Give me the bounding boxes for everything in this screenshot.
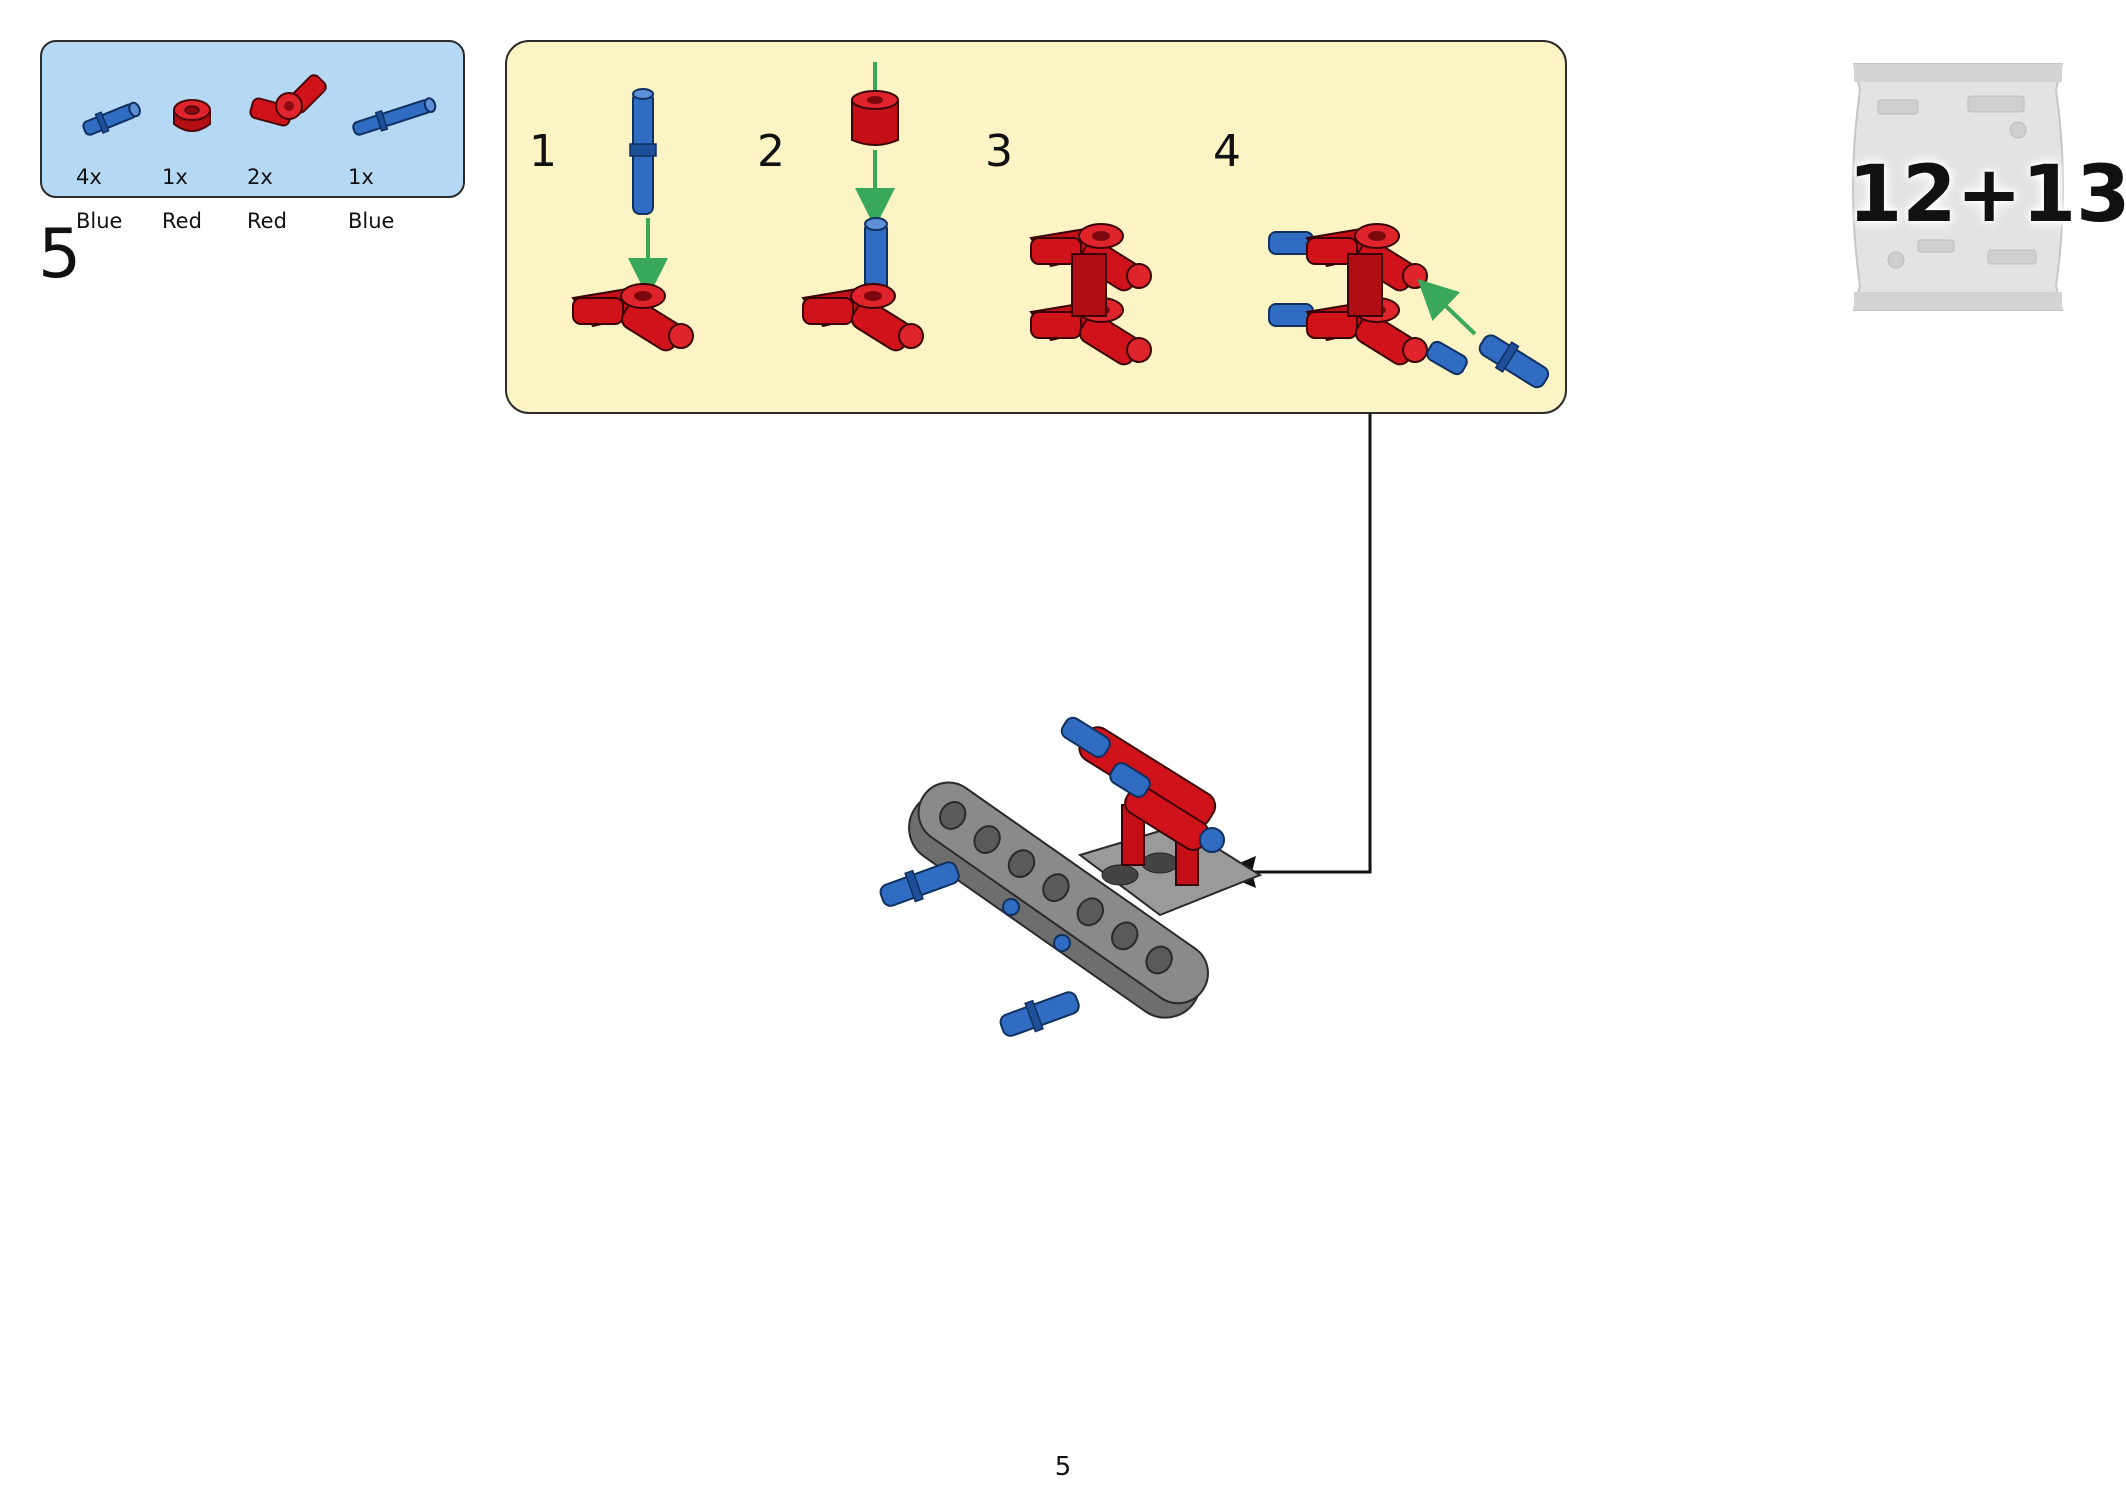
part-color: Blue bbox=[76, 209, 123, 233]
red-bush-icon bbox=[173, 99, 211, 132]
step-number: 5 bbox=[38, 215, 82, 294]
part-item: 4x Blue bbox=[76, 42, 171, 232]
substep-number: 2 bbox=[757, 126, 785, 177]
part-color: Red bbox=[162, 209, 202, 233]
parts-bag: 12+13 bbox=[1848, 60, 2126, 315]
blue-pin-icon bbox=[82, 101, 141, 136]
substep-4-image bbox=[1268, 223, 1550, 389]
substep-number: 1 bbox=[529, 126, 557, 177]
part-item: 1x Blue bbox=[348, 42, 443, 232]
substep-3-image bbox=[1030, 223, 1152, 370]
part-qty: 4x bbox=[76, 165, 102, 189]
part-qty: 1x bbox=[162, 165, 188, 189]
part-item: 1x Red bbox=[162, 42, 257, 232]
page-number: 5 bbox=[1054, 1452, 1072, 1482]
blue-long-pin-icon bbox=[352, 97, 437, 136]
substep-1-image bbox=[572, 88, 694, 356]
main-assembly-image bbox=[879, 716, 1263, 1037]
substep-2-image bbox=[802, 62, 924, 356]
part-item: 2x Red bbox=[247, 42, 342, 232]
substep-number: 4 bbox=[1213, 126, 1241, 177]
red-angle-connector-icon bbox=[249, 74, 327, 127]
parts-list: 4x Blue 1x Red 2x Red bbox=[40, 40, 465, 232]
substep-number: 3 bbox=[985, 126, 1013, 177]
part-color: Blue bbox=[348, 209, 395, 233]
bag-number: 12+13 bbox=[1848, 150, 2126, 240]
part-color: Red bbox=[247, 209, 287, 233]
parts-bag-icon bbox=[1852, 63, 2064, 311]
part-qty: 2x bbox=[247, 165, 273, 189]
subassembly-illustration bbox=[572, 62, 1550, 389]
part-qty: 1x bbox=[348, 165, 374, 189]
subassembly-callout: 1 2 3 4 bbox=[505, 40, 1567, 414]
